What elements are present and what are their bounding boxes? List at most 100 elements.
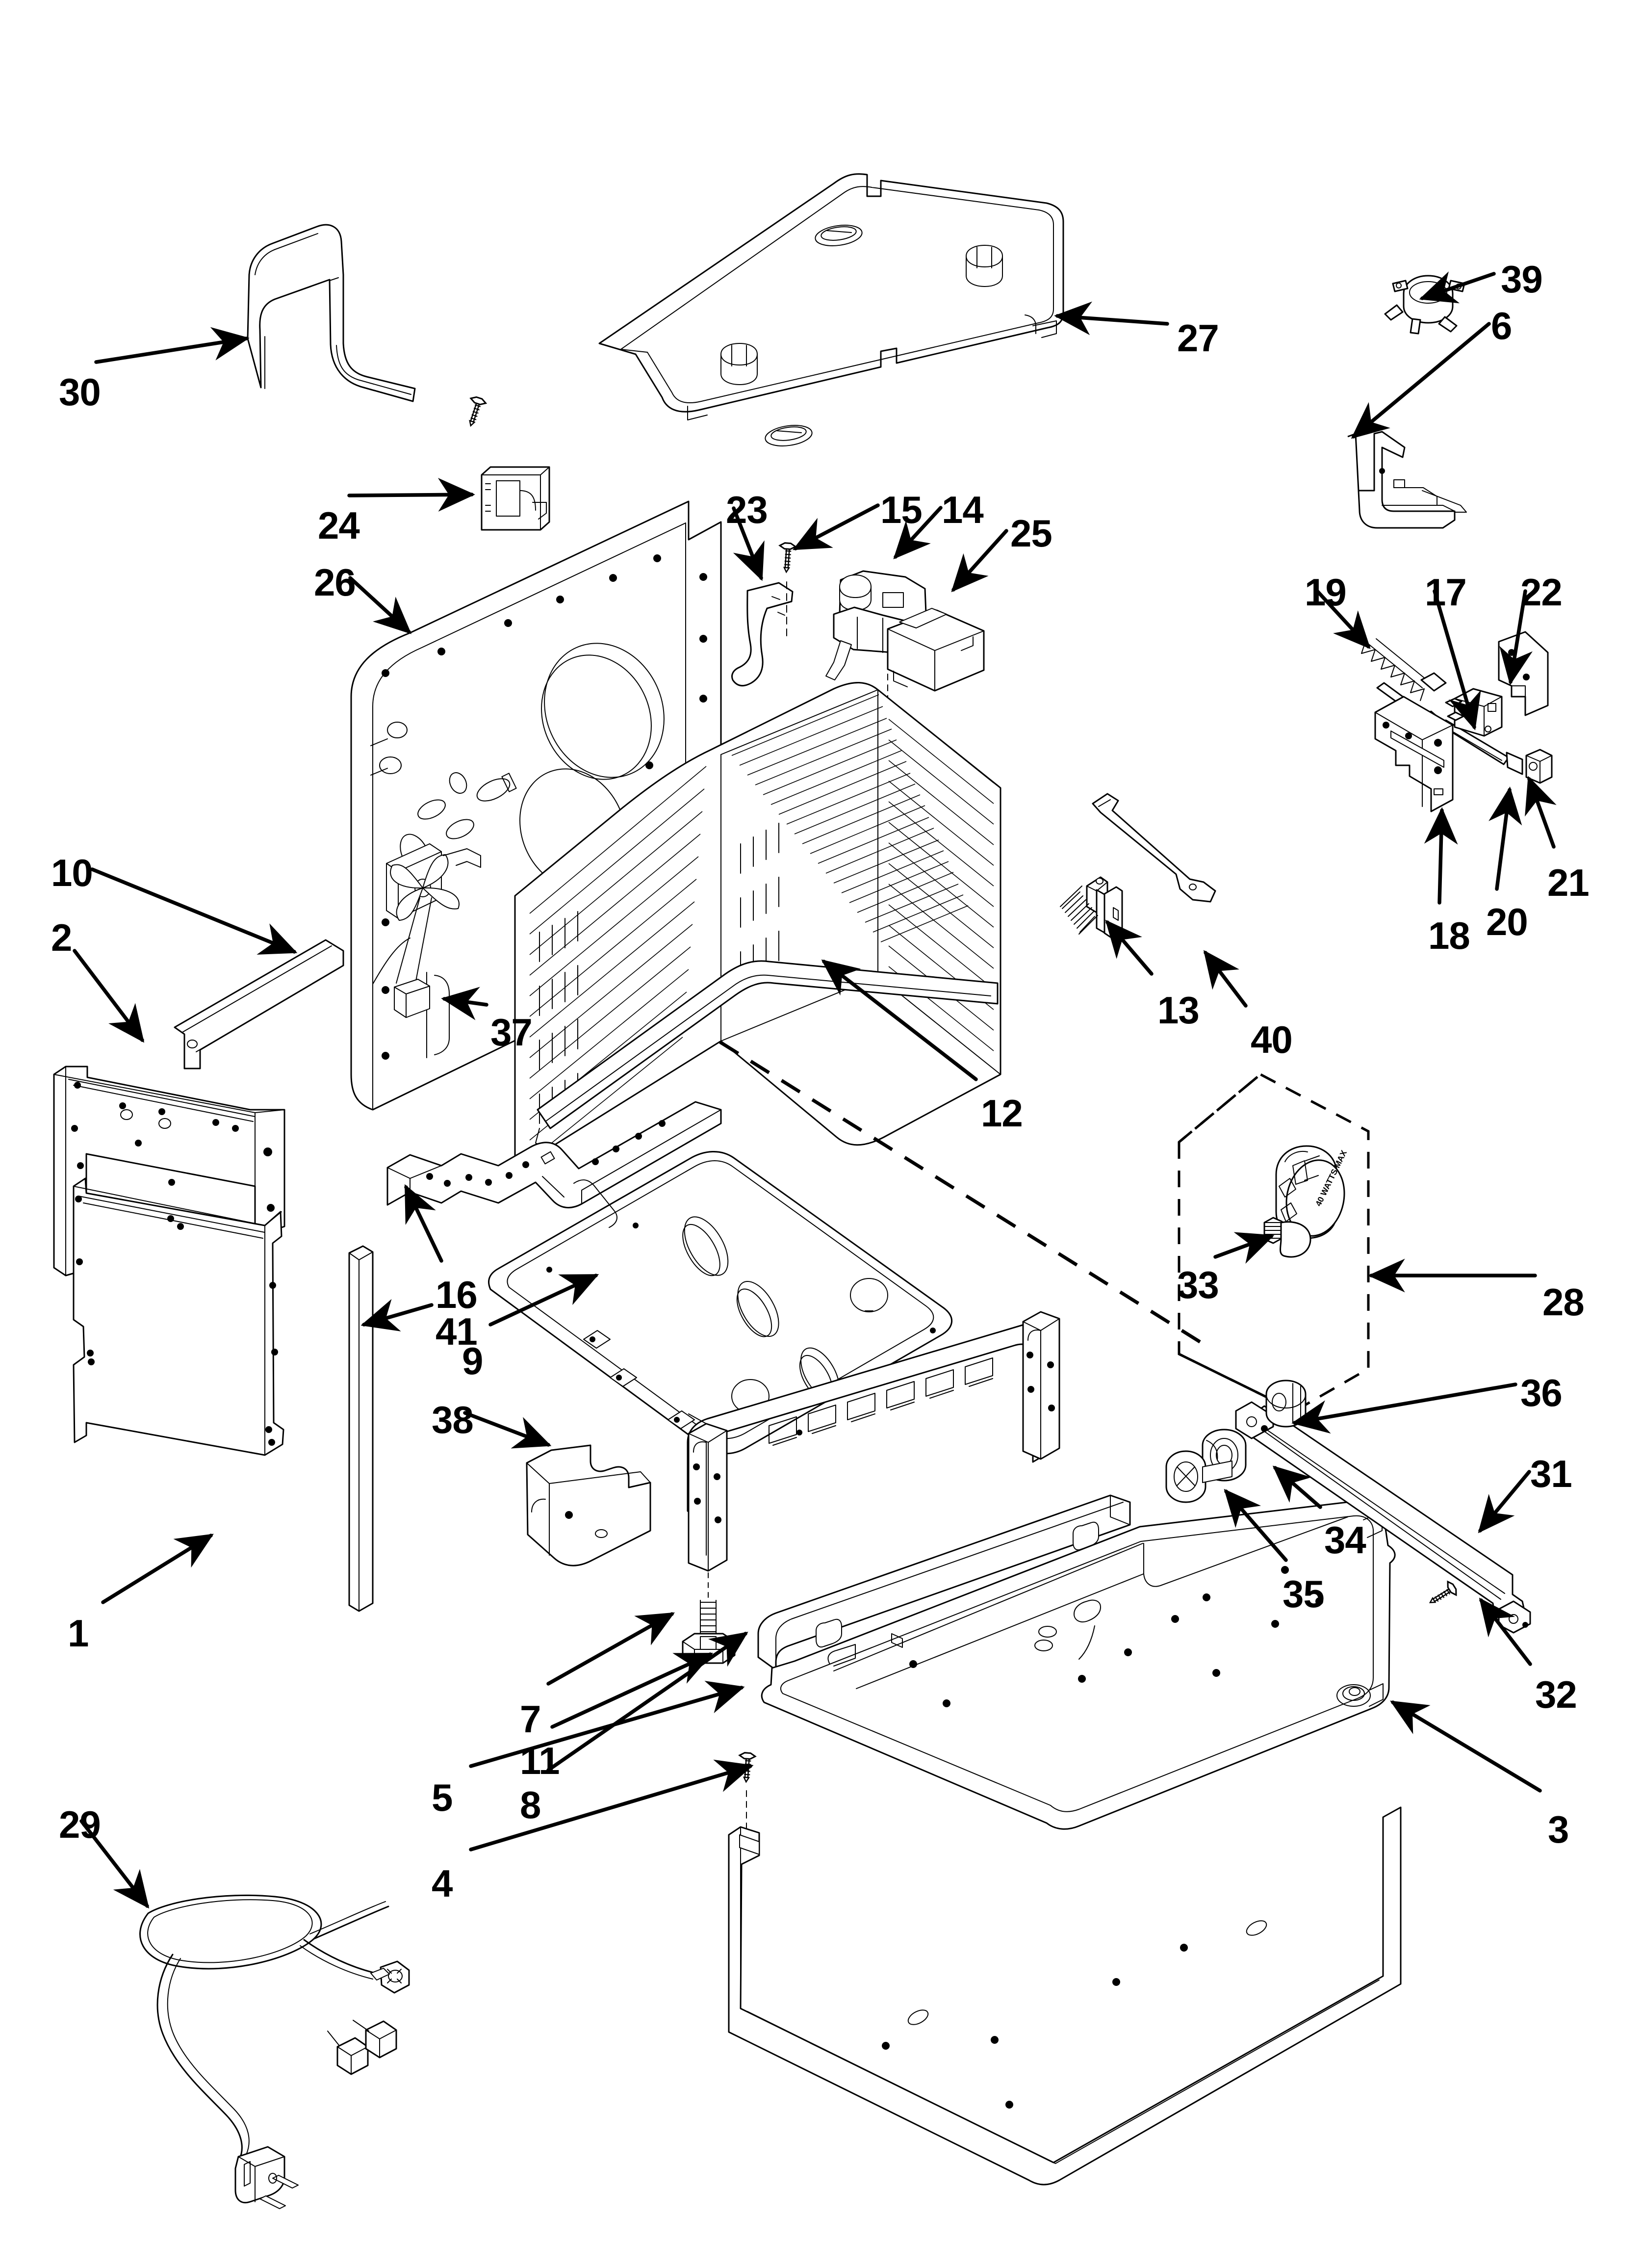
leader-line-18: [1424, 807, 1458, 905]
leader-line-13: [1105, 919, 1154, 976]
callout-label-13[interactable]: 13: [1157, 989, 1200, 1032]
leader-line-17: [1433, 589, 1481, 730]
callout-label-25[interactable]: 25: [1010, 512, 1052, 555]
callout-label-32[interactable]: 32: [1535, 1673, 1577, 1716]
leader-line-11: [550, 1652, 714, 1729]
callout-label-23[interactable]: 23: [726, 488, 768, 531]
leader-line-3: [1390, 1700, 1542, 1793]
callout-label-15[interactable]: 15: [880, 488, 923, 531]
part-29-power-cord: [139, 1894, 410, 2209]
leader-line-14: [893, 506, 943, 560]
leader-line-41: [360, 1299, 434, 1331]
callout-label-2[interactable]: 2: [51, 916, 72, 959]
callout-label-35[interactable]: 35: [1283, 1572, 1325, 1616]
callout-label-39[interactable]: 39: [1501, 258, 1543, 301]
leader-line-39: [1419, 271, 1496, 304]
part-28-light-assembly: 40 WATTS MAX: [1178, 1073, 1370, 1412]
leader-line-36: [1291, 1382, 1517, 1434]
part-18-switch-bracket: [1374, 696, 1454, 812]
light-socket: 40 WATTS MAX: [1275, 1145, 1349, 1239]
leader-line-25: [951, 529, 1008, 593]
callout-label-41[interactable]: 41: [436, 1310, 478, 1353]
oven-cavity: [514, 681, 1202, 1344]
callout-label-34[interactable]: 34: [1324, 1518, 1366, 1562]
leader-line-35: [1224, 1488, 1288, 1562]
callout-label-8[interactable]: 8: [520, 1783, 541, 1826]
callout-label-38[interactable]: 38: [432, 1398, 474, 1441]
callout-label-7[interactable]: 7: [520, 1697, 541, 1741]
leader-line-7: [546, 1612, 675, 1686]
part-15-screw-valve: [777, 542, 796, 638]
part-23-igniter-bracket: [731, 582, 794, 687]
part-35-pivot-screw: [1165, 1450, 1232, 1503]
callout-label-28[interactable]: 28: [1542, 1280, 1585, 1324]
callout-label-17[interactable]: 17: [1425, 571, 1467, 614]
callout-leaders: [73, 271, 1557, 1909]
part-2-rear-trim-panel: [53, 1066, 285, 1277]
callout-label-12[interactable]: 12: [981, 1092, 1023, 1135]
leader-line-10: [90, 867, 298, 955]
leader-line-9: [488, 1274, 599, 1327]
leader-line-26: [348, 576, 412, 634]
leader-line-20: [1488, 786, 1522, 891]
callout-label-11[interactable]: 11: [520, 1739, 560, 1782]
part-6-hinge-bracket: [1347, 431, 1467, 529]
part-4-access-panel: [728, 1806, 1402, 2186]
part-41-corner-post: [348, 1245, 374, 1612]
callout-label-21[interactable]: 21: [1547, 861, 1590, 904]
leader-line-23: [732, 506, 765, 581]
callout-label-29[interactable]: 29: [59, 1803, 101, 1846]
leader-line-4: [469, 1759, 754, 1851]
callout-label-30[interactable]: 30: [59, 370, 101, 414]
part-36-bushing: [1265, 1380, 1307, 1428]
leader-line-5: [469, 1681, 745, 1768]
callout-label-33[interactable]: 33: [1177, 1263, 1219, 1306]
callout-label-19[interactable]: 19: [1305, 571, 1347, 614]
leader-line-30: [94, 327, 250, 364]
leader-line-40: [1203, 950, 1248, 1008]
callout-label-22[interactable]: 22: [1520, 571, 1563, 614]
leader-line-1: [101, 1534, 214, 1604]
leader-line-31: [1478, 1470, 1531, 1534]
callout-label-27[interactable]: 27: [1177, 316, 1219, 360]
part-25-transformer: [887, 608, 985, 692]
callout-label-16[interactable]: 16: [436, 1273, 478, 1316]
part-40-release-lever: [1092, 793, 1216, 903]
leader-line-29: [79, 1819, 150, 1909]
leader-line-22: [1499, 589, 1533, 685]
part-19-spring: [1361, 638, 1447, 701]
callout-label-10[interactable]: 10: [51, 851, 93, 894]
part-5-screw: [737, 1751, 756, 1832]
callout-label-26[interactable]: 26: [314, 561, 356, 604]
callout-label-18[interactable]: 18: [1428, 914, 1470, 957]
callout-label-36[interactable]: 36: [1520, 1371, 1563, 1414]
callout-label-14[interactable]: 14: [942, 488, 984, 531]
callout-label-31[interactable]: 31: [1530, 1452, 1572, 1495]
part-33-bulb: [1263, 1217, 1311, 1258]
callout-label-1[interactable]: 1: [68, 1612, 89, 1655]
callout-label-6[interactable]: 6: [1491, 304, 1512, 347]
part-24-terminal-block: [481, 466, 550, 531]
callout-label-5[interactable]: 5: [432, 1776, 453, 1819]
callout-label-37[interactable]: 37: [490, 1011, 533, 1054]
leader-line-37: [441, 987, 488, 1020]
leader-line-12: [821, 959, 978, 1081]
callout-label-9[interactable]: 9: [462, 1339, 483, 1382]
part-3-base-panel: [761, 1500, 1396, 1830]
callout-label-40[interactable]: 40: [1251, 1018, 1293, 1061]
convection-fan: [372, 843, 481, 1018]
callout-label-3[interactable]: 3: [1548, 1808, 1569, 1851]
leader-line-38: [463, 1411, 552, 1449]
part-7-frame-bracket: [687, 1311, 1060, 1572]
callout-label-24[interactable]: 24: [318, 504, 360, 547]
leader-line-27: [1054, 301, 1169, 336]
callout-label-20[interactable]: 20: [1486, 900, 1528, 943]
leader-line-16: [404, 1184, 443, 1263]
callout-label-4[interactable]: 4: [432, 1862, 453, 1905]
leader-line-19: [1315, 589, 1371, 650]
leader-line-15: [792, 503, 880, 550]
part-27-cooktop: [598, 173, 1064, 446]
leader-line-34: [1272, 1465, 1322, 1509]
